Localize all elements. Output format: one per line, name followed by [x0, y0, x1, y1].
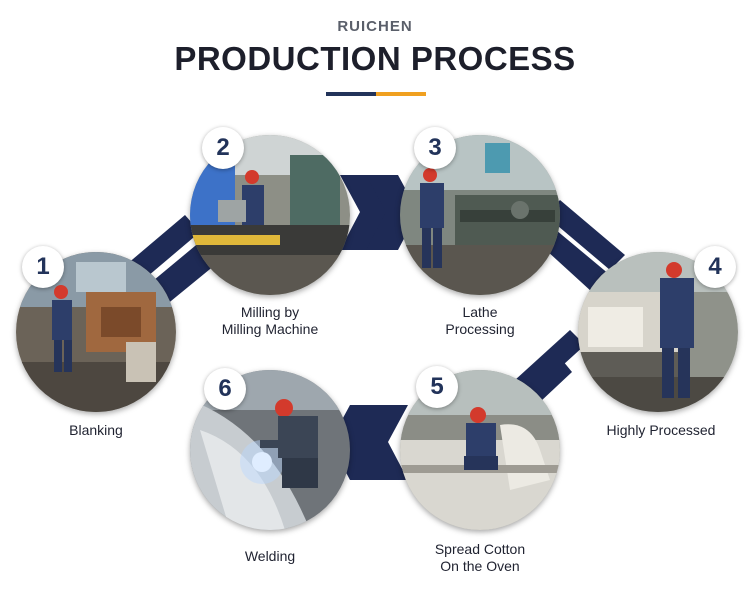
- arrow-4-to-5-b: [524, 355, 572, 402]
- step-2-label: Milling by Milling Machine: [221, 304, 319, 337]
- step-1-number-badge: 1: [22, 246, 64, 288]
- step-4-label: Highly Processed: [606, 422, 716, 438]
- step-1: 1: [16, 246, 176, 412]
- step-1-label: Blanking: [69, 422, 123, 438]
- step-3-number-badge: 3: [414, 127, 456, 169]
- brand-name: RUICHEN: [337, 18, 413, 35]
- title-underline-orange: [376, 92, 426, 96]
- page-title: PRODUCTION PROCESS: [174, 40, 576, 77]
- step-5-label: Spread Cotton On the Oven: [434, 541, 526, 574]
- step-6-label: Welding: [244, 548, 296, 564]
- step-5: 5: [400, 366, 560, 530]
- step-2-number-badge: 2: [202, 127, 244, 169]
- title-underline-navy: [326, 92, 376, 96]
- step-3-label: Lathe Processing: [445, 304, 515, 337]
- step-2: 2: [190, 127, 350, 295]
- step-5-number-badge: 5: [416, 366, 458, 408]
- step-3: 3: [400, 127, 560, 295]
- lathe-photo: [400, 135, 560, 295]
- arrow-4-to-5: [515, 330, 585, 395]
- step-6-number-badge: 6: [204, 368, 246, 410]
- step-6: 6: [190, 368, 350, 530]
- step-4: 4: [578, 246, 738, 412]
- step-4-number-badge: 4: [694, 246, 736, 288]
- arrow-3-to-4: [545, 200, 625, 270]
- welding-photo: [190, 370, 350, 530]
